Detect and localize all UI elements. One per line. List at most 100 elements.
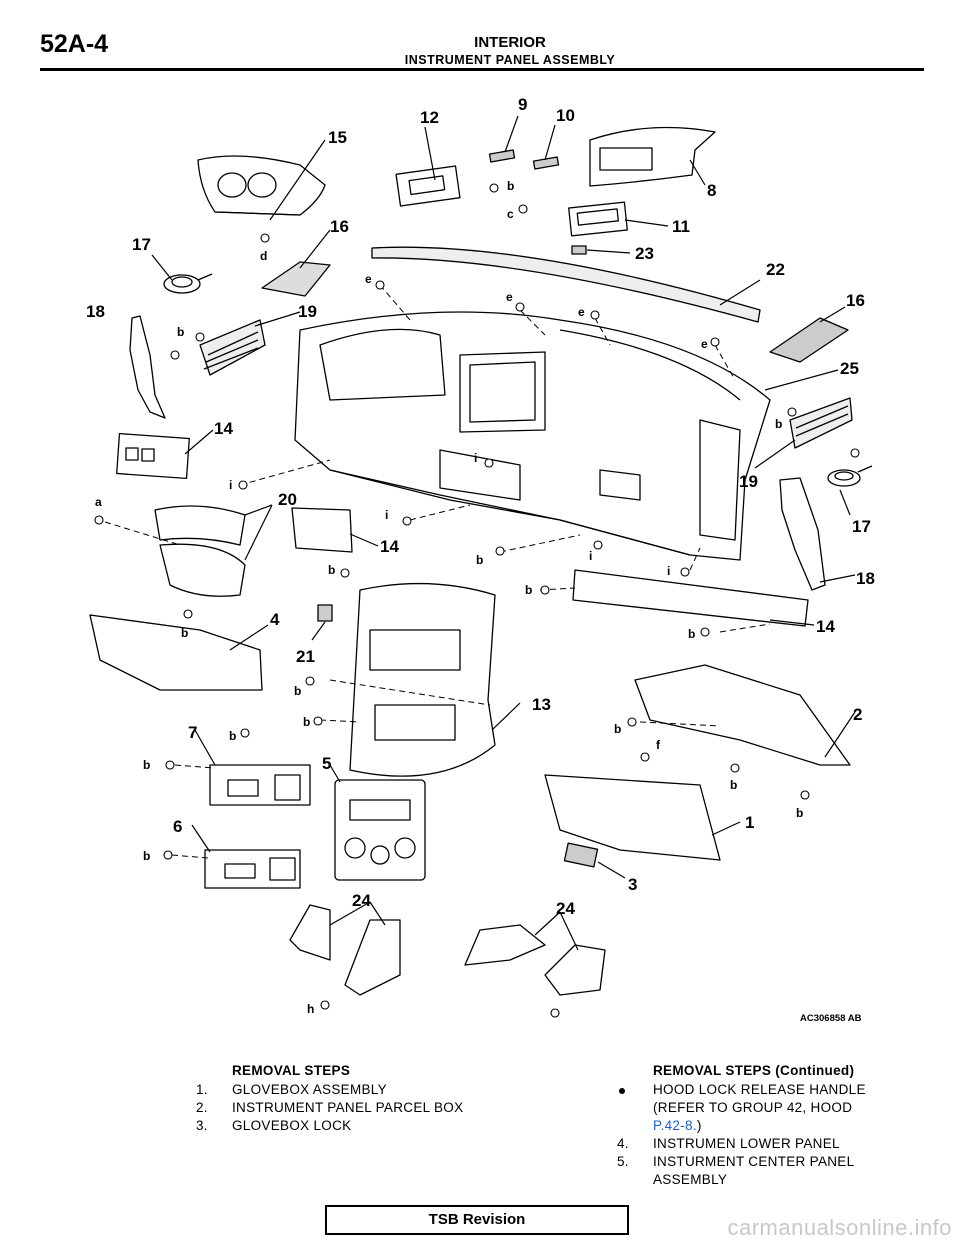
part-upper-trim-left — [261, 261, 331, 297]
part-switch-panel-left — [116, 432, 190, 480]
step-row: 2. INSTRUMENT PANEL PARCEL BOX — [196, 1099, 471, 1117]
callout-21: 21 — [296, 647, 315, 666]
callout-10: 10 — [556, 106, 575, 125]
part-speaker-left — [163, 273, 213, 294]
part-hood-release-handle — [317, 604, 333, 622]
callout-12: 12 — [420, 108, 439, 127]
part-heater-control — [334, 779, 426, 881]
letter-b: b — [688, 627, 695, 641]
part-glovebox-lock — [563, 842, 599, 868]
part-display-hood — [589, 126, 716, 187]
letter-e: e — [578, 305, 585, 319]
part-lower-panel — [89, 614, 263, 691]
callout-9: 9 — [518, 95, 527, 114]
part-audio-unit-7 — [209, 764, 311, 806]
letter-b: b — [730, 778, 737, 792]
step-text: HOOD LOCK RELEASE HANDLE (REFER TO GROUP… — [653, 1082, 866, 1133]
part-switch-23 — [571, 245, 587, 255]
callout-16a: 16 — [330, 217, 349, 236]
removal-steps-continued: REMOVAL STEPS (Continued) HOOD LOCK RELE… — [617, 1062, 902, 1189]
letter-b: b — [229, 729, 236, 743]
part-switch-9 — [488, 149, 516, 163]
callout-24a: 24 — [352, 891, 371, 910]
reference-link[interactable]: P.42-8. — [653, 1118, 697, 1133]
part-instrument-panel — [294, 311, 771, 561]
tsb-revision-box: TSB Revision — [325, 1205, 629, 1235]
letter-i: i — [589, 549, 592, 563]
letter-b: b — [294, 684, 301, 698]
callout-8: 8 — [707, 181, 716, 200]
letter-b: b — [507, 179, 514, 193]
part-lower-trim-14a — [291, 507, 353, 553]
removal-steps: REMOVAL STEPS 1. GLOVEBOX ASSEMBLY 2. IN… — [196, 1062, 471, 1135]
callout-23: 23 — [635, 244, 654, 263]
page-number: 52A-4 — [40, 30, 109, 58]
step-row: 1. GLOVEBOX ASSEMBLY — [196, 1081, 471, 1099]
part-side-panel-left — [129, 315, 166, 419]
part-audio-unit-6 — [204, 849, 301, 889]
letter-f: f — [656, 738, 661, 752]
part-glovebox — [544, 774, 721, 861]
callout-19a: 19 — [298, 302, 317, 321]
step-number: 2. — [196, 1100, 208, 1115]
removal-steps-cont-title: REMOVAL STEPS (Continued) — [653, 1063, 855, 1078]
callout-14b: 14 — [380, 537, 399, 556]
callout-15: 15 — [328, 128, 347, 147]
callout-2: 2 — [853, 705, 862, 724]
step-number: 4. — [617, 1136, 629, 1151]
letter-b: b — [177, 325, 184, 339]
part-lower-trim-14b — [572, 569, 809, 627]
callout-25: 25 — [840, 359, 859, 378]
letter-i: i — [474, 451, 477, 465]
part-upper-trim-right — [769, 317, 849, 363]
step-text: INSTURMENT CENTER PANEL ASSEMBLY — [653, 1154, 854, 1187]
header-rule — [40, 68, 924, 71]
letter-a: a — [95, 495, 102, 509]
step-row: 4. INSTRUMEN LOWER PANEL — [617, 1135, 902, 1153]
removal-steps-title: REMOVAL STEPS — [232, 1063, 351, 1078]
callout-14a: 14 — [214, 419, 233, 438]
part-speaker-right — [827, 465, 873, 487]
part-center-display — [568, 201, 628, 237]
letter-e: e — [365, 272, 372, 286]
callout-24b: 24 — [556, 899, 575, 918]
step-row: 3. GLOVEBOX LOCK — [196, 1117, 471, 1135]
letter-e: e — [506, 290, 513, 304]
callout-16b: 16 — [846, 291, 865, 310]
callout-19b: 19 — [739, 472, 758, 491]
letter-b: b — [796, 806, 803, 820]
part-defroster-garnish — [371, 246, 761, 323]
part-column-cover — [154, 505, 246, 597]
letter-b: b — [476, 553, 483, 567]
part-parcel-box — [634, 664, 851, 766]
callout-20: 20 — [278, 490, 297, 509]
part-side-vent-left — [199, 319, 266, 376]
letter-e: e — [701, 337, 708, 351]
letter-b: b — [328, 563, 335, 577]
callout-5: 5 — [322, 754, 331, 773]
step-number: 3. — [196, 1118, 208, 1133]
letter-b: b — [143, 758, 150, 772]
callout-18a: 18 — [86, 302, 105, 321]
section-title: INTERIOR — [474, 34, 546, 51]
callout-18b: 18 — [856, 569, 875, 588]
part-instrument-cluster — [197, 155, 326, 216]
letter-b: b — [525, 583, 532, 597]
callout-14c: 14 — [816, 617, 835, 636]
callout-4: 4 — [270, 610, 280, 629]
step-number: 5. — [617, 1154, 629, 1169]
letter-b: b — [143, 849, 150, 863]
part-audio-unit — [395, 165, 461, 207]
callout-7: 7 — [188, 723, 197, 742]
letter-b: b — [775, 417, 782, 431]
callout-17b: 17 — [852, 517, 871, 536]
bullet-marker — [617, 1081, 653, 1135]
letter-i: i — [229, 478, 232, 492]
letter-h: h — [307, 1002, 314, 1016]
part-switch-10 — [532, 156, 560, 170]
figure-code: AC306858 AB — [800, 1013, 862, 1024]
step-number: 1. — [196, 1082, 208, 1097]
callout-11: 11 — [672, 217, 690, 236]
watermark: carmanualsonline.info — [727, 1215, 952, 1240]
part-side-panel-right — [779, 477, 826, 591]
